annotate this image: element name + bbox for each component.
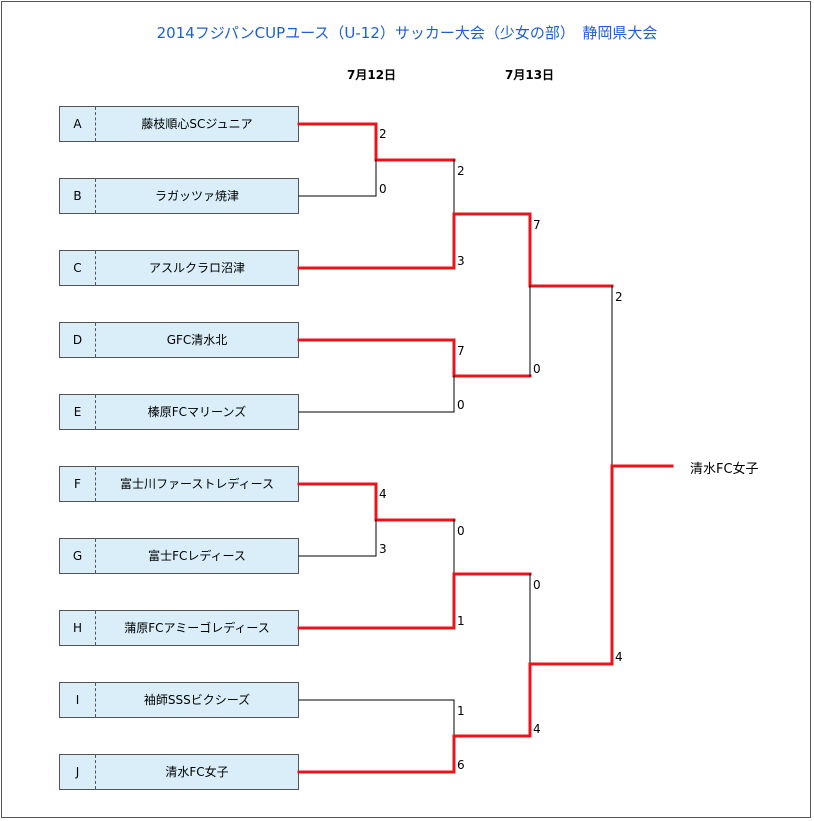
bracket-line-h — [297, 572, 532, 630]
team-name: 富士川ファーストレディース — [120, 477, 274, 491]
team-code: D — [60, 323, 96, 357]
team-name: アスルクラロ沼津 — [148, 261, 245, 275]
bracket-line-d — [297, 338, 532, 378]
team-name: 袖師SSSビクシーズ — [143, 693, 251, 707]
team-box-g: G 富士FCレディース — [59, 538, 299, 574]
score-ab: 2 — [457, 164, 465, 178]
bracket-line-b — [298, 159, 377, 197]
bracket-line-f — [297, 482, 456, 522]
team-name: GFC清水北 — [166, 333, 228, 347]
score-j: 6 — [457, 758, 465, 772]
team-box-d: D GFC清水北 — [59, 322, 299, 358]
team-code: I — [60, 683, 96, 717]
bracket-line-j — [297, 734, 532, 774]
bracket-line-sf2-bottom — [528, 662, 614, 738]
score-e: 0 — [457, 398, 465, 412]
team-name: ラガッツァ焼津 — [154, 189, 239, 203]
score-sf2-top: 0 — [533, 578, 541, 592]
team-code: B — [60, 179, 96, 213]
score-final-top: 2 — [615, 290, 623, 304]
score-h: 1 — [457, 614, 465, 628]
score-d: 7 — [457, 344, 465, 358]
score-b: 0 — [379, 182, 387, 196]
score-sf1-bottom: 0 — [533, 362, 541, 376]
bracket-line-final-bottom — [610, 464, 674, 666]
bracket-line-a — [297, 122, 456, 162]
team-code: G — [60, 539, 96, 573]
team-box-j: J 清水FC女子 — [59, 754, 299, 790]
team-box-f: F 富士川ファーストレディース — [59, 466, 299, 502]
team-box-e: E 榛原FCマリーンズ — [59, 394, 299, 430]
score-i: 1 — [457, 704, 465, 718]
team-code: A — [60, 107, 96, 141]
round-date-2: 7月13日 — [505, 68, 555, 82]
score-f: 4 — [379, 487, 387, 501]
score-sf1-top: 7 — [533, 218, 541, 232]
bracket-line-c — [297, 212, 532, 270]
team-box-h: H 蒲原FCアミーゴレディース — [59, 610, 299, 646]
team-name: 榛原FCマリーンズ — [147, 405, 247, 419]
score-final-bottom: 4 — [615, 650, 623, 664]
score-a: 2 — [379, 127, 387, 141]
team-code: J — [60, 755, 96, 789]
team-box-b: B ラガッツァ焼津 — [59, 178, 299, 214]
team-code: C — [60, 251, 96, 285]
team-box-c: C アスルクラロ沼津 — [59, 250, 299, 286]
bracket-line-sf1-top — [528, 212, 614, 288]
team-name: 富士FCレディース — [148, 549, 246, 563]
bracket-line-i — [298, 699, 455, 737]
team-code: E — [60, 395, 96, 429]
score-fg: 0 — [457, 524, 465, 538]
tournament-title: 2014フジパンCUPユース（U-12）サッカー大会（少女の部） 静岡県大会 — [156, 24, 658, 42]
score-sf2-bottom: 4 — [533, 722, 541, 736]
team-box-i: I 袖師SSSビクシーズ — [59, 682, 299, 718]
round-date-1: 7月12日 — [347, 68, 397, 82]
score-g: 3 — [379, 542, 387, 556]
team-name: 藤枝順心SCジュニア — [141, 117, 253, 131]
team-code: H — [60, 611, 96, 645]
bracket-line-g — [298, 519, 377, 557]
team-name: 蒲原FCアミーゴレディース — [124, 621, 270, 635]
team-box-a: A 藤枝順心SCジュニア — [59, 106, 299, 142]
team-name: 清水FC女子 — [165, 765, 229, 779]
team-code: F — [60, 467, 96, 501]
champion-label: 清水FC女子 — [690, 462, 759, 477]
score-c: 3 — [457, 254, 465, 268]
bracket-line-e — [298, 375, 455, 413]
